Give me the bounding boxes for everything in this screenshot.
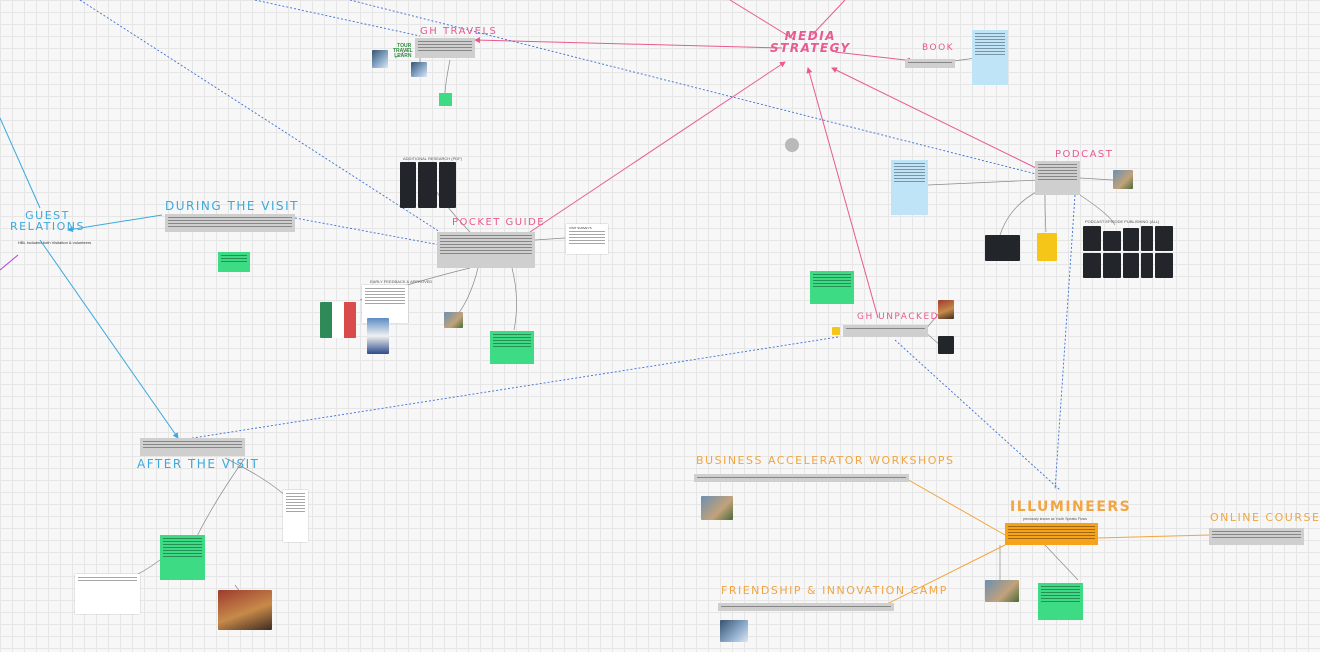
book-card[interactable]	[905, 59, 955, 68]
friendship-camp-photo[interactable]	[720, 620, 748, 642]
after-the-visit-title: AFTER THE VISIT	[137, 457, 260, 471]
link-guest-after	[39, 239, 179, 439]
gh-unpacked-title: GH UNPACKED	[857, 312, 940, 322]
guest-relations-subtitle: HBL included both Visitation & volunteer…	[18, 240, 92, 245]
friendship-camp-card[interactable]	[718, 603, 894, 611]
link-media-gh-travels	[474, 37, 783, 49]
link-media-book	[834, 51, 911, 64]
during-the-visit-title: DURING THE VISIT	[165, 199, 299, 213]
gh-travels-photo-2[interactable]	[411, 62, 427, 77]
podcast-notes-document[interactable]	[891, 160, 928, 215]
canvas-cursor-dot	[785, 138, 799, 152]
gh-unpacked-note[interactable]	[810, 271, 854, 304]
guest-relations-title: GUEST RELATIONS	[10, 209, 85, 233]
podcast-cover-dark[interactable]	[985, 235, 1020, 261]
podcast-episodes-grid[interactable]	[1083, 226, 1173, 278]
pocket-guide-note[interactable]	[490, 331, 534, 364]
friendship-camp-title: FRIENDSHIP & INNOVATION CAMP	[721, 584, 948, 597]
after-the-visit-card[interactable]	[140, 438, 245, 456]
link-guest-during	[67, 214, 163, 233]
media-strategy-title: MEDIA STRATEGY	[770, 29, 851, 55]
online-course-title: ONLINE COURSE	[1210, 511, 1320, 524]
link-media-podcast	[831, 67, 1041, 171]
pocket-guide-brochure[interactable]	[320, 302, 356, 338]
business-accelerator-photo[interactable]	[701, 496, 733, 520]
during-the-visit-note[interactable]	[218, 252, 250, 272]
business-accelerator-card[interactable]	[694, 474, 909, 482]
business-accelerator-title: BUSINESS ACCELERATOR WORKSHOPS	[696, 454, 955, 467]
podcast-episodes-label: PODCAST EPISODE PUBLISHING (ALL)	[1085, 219, 1160, 224]
gh-travels-photo-1[interactable]	[372, 50, 388, 68]
illumineers-card[interactable]	[1005, 523, 1098, 545]
early-feedback-document[interactable]	[362, 285, 408, 323]
podcast-cover-yellow[interactable]	[1037, 233, 1057, 261]
podcast-card[interactable]	[1035, 161, 1080, 195]
pocket-guide-title: POCKET GUIDE	[452, 217, 546, 228]
online-course-card[interactable]	[1209, 528, 1304, 545]
research-pdf-pages[interactable]	[400, 162, 456, 208]
gh-unpacked-video-2[interactable]	[938, 336, 954, 354]
after-the-visit-note[interactable]	[160, 535, 205, 580]
gh-unpacked-card[interactable]	[843, 325, 928, 337]
podcast-host-photo[interactable]	[1113, 170, 1133, 189]
early-feedback-label: EARLY FEEDBACK & APPROVED	[370, 279, 433, 284]
visit-surveys-label: VISIT SURVEYS	[569, 226, 592, 230]
gh-travels-card[interactable]	[415, 38, 475, 58]
podcast-title: PODCAST	[1055, 149, 1114, 160]
link-media-pocket-guide	[529, 61, 786, 233]
during-the-visit-card[interactable]	[165, 214, 295, 232]
after-the-visit-form[interactable]	[283, 490, 308, 542]
gh-travels-note[interactable]	[439, 93, 452, 106]
pocket-guide-card[interactable]	[437, 232, 535, 268]
illumineers-photo[interactable]	[985, 580, 1019, 602]
book-document[interactable]	[972, 30, 1008, 85]
after-the-visit-diagram[interactable]	[75, 574, 140, 614]
travel-logo: TOUR TRAVEL LEARN	[393, 39, 413, 59]
after-the-visit-group-photo[interactable]	[218, 590, 272, 630]
illumineers-title: ILLUMINEERS	[1010, 499, 1132, 515]
link-media-gh-unpacked	[806, 67, 879, 319]
gh-unpacked-icon[interactable]	[832, 327, 840, 335]
book-title: BOOK	[922, 43, 955, 53]
additional-research-label: ADDITIONAL RESEARCH (PDF)	[403, 156, 462, 161]
illumineers-note[interactable]	[1038, 583, 1083, 620]
gh-travels-title: GH TRAVELS	[420, 26, 498, 37]
visit-surveys-table[interactable]: VISIT SURVEYS	[566, 224, 608, 254]
travel-logo-text: TOUR TRAVEL LEARN	[393, 43, 413, 59]
illumineers-subtitle: previously known as Youth Speaks Flows	[1023, 517, 1088, 521]
pocket-guide-flyer[interactable]	[367, 318, 389, 354]
pocket-guide-photo[interactable]	[444, 312, 463, 328]
gh-unpacked-video-1[interactable]	[938, 300, 954, 319]
